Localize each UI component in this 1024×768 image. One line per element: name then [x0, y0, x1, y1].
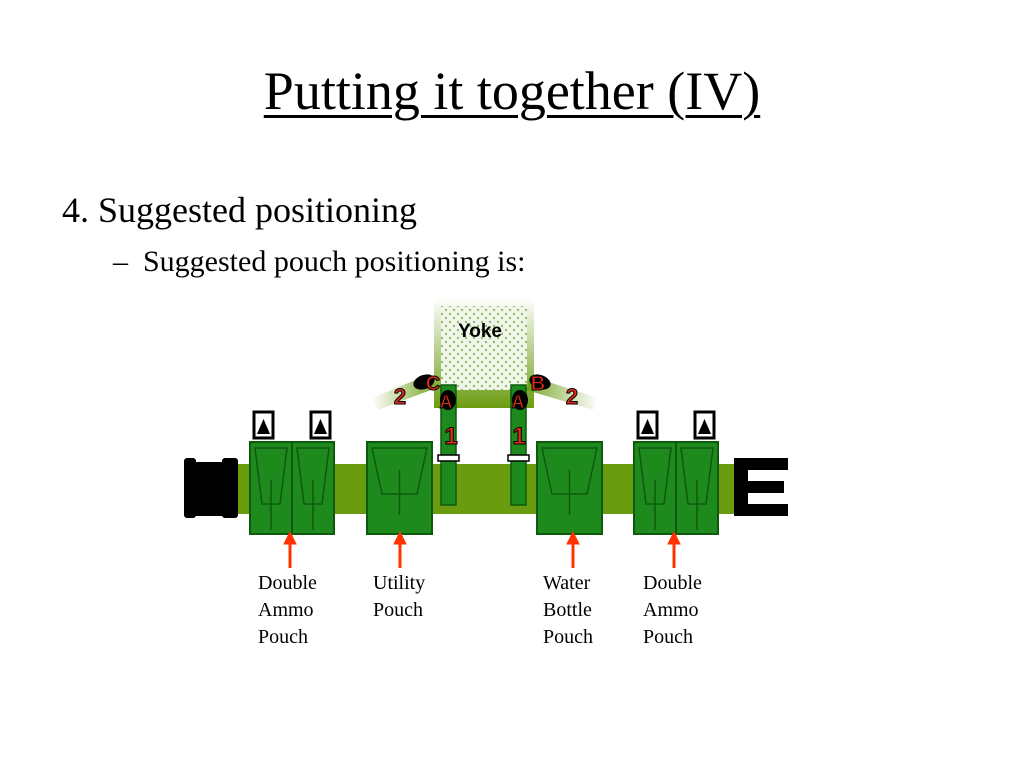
bullet-level-1: 4. Suggested positioning: [62, 190, 418, 230]
up-arrow-icon: [693, 410, 716, 440]
pointer-arrows: [283, 530, 681, 568]
buckle-left: [184, 458, 238, 518]
marker-b: B: [531, 373, 545, 395]
marker-left-a: A: [440, 392, 453, 412]
yoke-pad: [441, 306, 527, 390]
label-left-double-ammo-pouch: Double Ammo Pouch: [258, 572, 317, 648]
marker-left-2: 2: [394, 384, 406, 409]
marker-right-2: 2: [566, 384, 578, 409]
buckle-right: [734, 458, 788, 516]
right-vertical-strap: [510, 384, 527, 506]
strap-clip-left: [413, 374, 456, 410]
pouch-right-double-ammo: [633, 441, 719, 535]
arrow-indicators: [252, 410, 716, 440]
left-vertical-strap: [440, 384, 457, 506]
marker-left-1: 1: [444, 423, 457, 450]
up-arrow-icon: [252, 410, 275, 440]
label-water-bottle-pouch: Water Bottle Pouch: [543, 572, 593, 648]
marker-right-a: A: [512, 392, 525, 412]
pointer-arrow-utility: [393, 530, 407, 568]
pointer-arrow-right-ammo: [667, 530, 681, 568]
up-arrow-icon: [636, 410, 659, 440]
slide-title: Putting it together (IV): [263, 61, 761, 121]
bullet-level-2-text: Suggested pouch positioning is:: [143, 245, 526, 278]
label-right-double-ammo-pouch: Double Ammo Pouch: [643, 572, 702, 648]
pouch-left-double-ammo: [249, 441, 335, 535]
pouch-water-bottle: [536, 441, 603, 535]
yoke-label: Yoke: [458, 321, 502, 342]
pointer-arrow-left-ammo: [283, 530, 297, 568]
left-strap-keeper: [437, 454, 460, 462]
bullet-dash: –: [113, 245, 128, 278]
label-utility-pouch: Utility Pouch: [373, 572, 426, 621]
right-strap-keeper: [507, 454, 530, 462]
pointer-arrow-water-bottle: [566, 530, 580, 568]
marker-right-1: 1: [512, 423, 525, 450]
marker-c: C: [426, 373, 440, 395]
up-arrow-icon: [309, 410, 332, 440]
strap-clip-right: [512, 374, 551, 410]
bullet-level-2: –Suggested pouch positioning is:: [113, 247, 526, 277]
pouch-utility: [366, 441, 433, 535]
